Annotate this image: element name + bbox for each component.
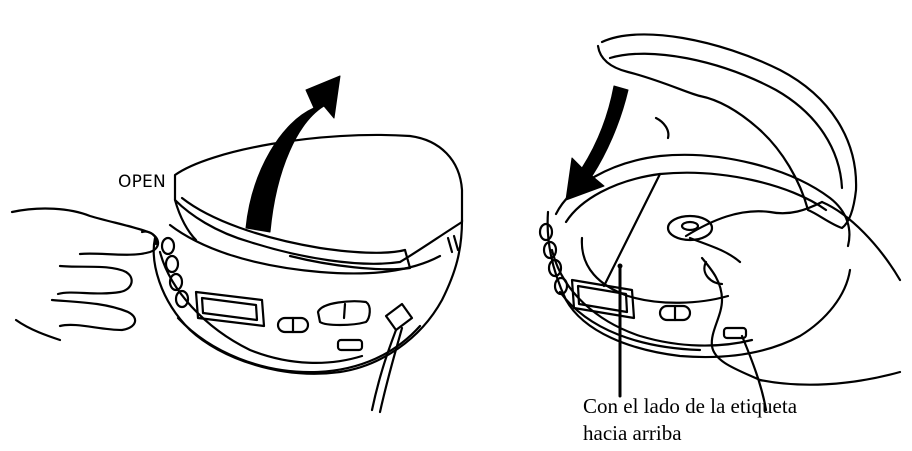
disc-orientation-caption: Con el lado de la etiqueta hacia arriba [583, 393, 797, 447]
left-player [152, 133, 464, 414]
curved-down-arrow-icon [565, 85, 629, 201]
placing-hand [684, 200, 902, 386]
open-label: OPEN [118, 172, 166, 192]
right-player [538, 33, 858, 412]
caption-line-2: hacia arriba [583, 421, 682, 445]
caption-line-1: Con el lado de la etiqueta [583, 394, 798, 418]
pressing-hand [10, 207, 160, 342]
curved-up-arrow-icon [245, 75, 341, 233]
